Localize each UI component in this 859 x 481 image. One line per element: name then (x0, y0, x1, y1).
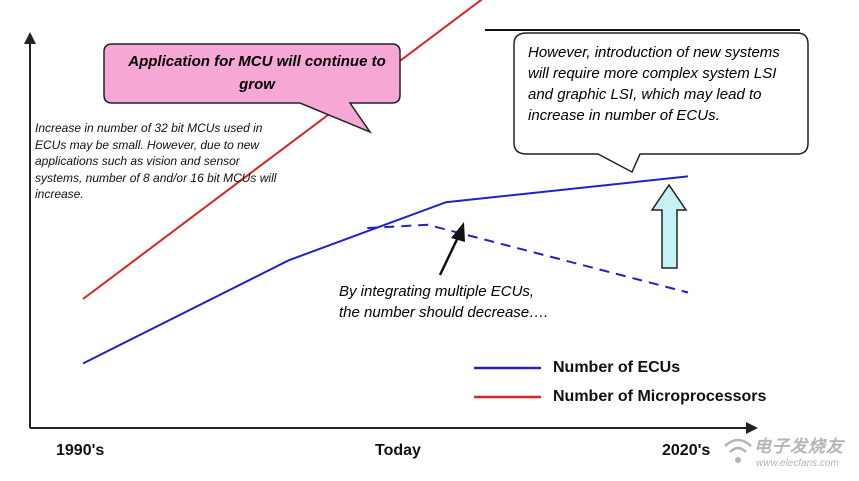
arrow-integrate-shaft (438, 232, 462, 276)
watermark-url: www.elecfans.com (756, 458, 839, 469)
callout-systems-text: However, introduction of new systems wil… (528, 44, 780, 124)
legend-label-microprocessors: Number of Microprocessors (553, 388, 767, 405)
x-tick-label-1990s: 1990's (56, 442, 105, 459)
callout-mcu-text: Application for MCU will continue to gro… (128, 53, 386, 93)
series-ecus-dashed-line (367, 223, 689, 294)
callout-systems-box (513, 32, 809, 174)
callout-mcu-box (103, 43, 401, 134)
series-microprocessors-line (82, 0, 483, 300)
arrow-up-icon (650, 183, 688, 269)
watermark-logo: 电子发烧友 www.elecfans.com (718, 428, 858, 476)
watermark-signal-icon (724, 438, 752, 463)
annotation-integrate: By integrating multiple ECUs, the number… (339, 283, 549, 321)
x-tick-label-today: Today (375, 442, 421, 459)
watermark-text: 电子发烧友 (754, 437, 844, 456)
arrow-integrate-head (451, 222, 465, 242)
y-axis-arrowhead (24, 32, 36, 44)
series-ecus-line (82, 175, 689, 365)
annotation-note: Increase in number of 32 bit MCUs used i… (35, 121, 277, 201)
legend-label-ecus: Number of ECUs (553, 359, 681, 376)
x-axis-arrowhead (746, 422, 758, 434)
x-tick-label-2020s: 2020's (662, 442, 711, 459)
